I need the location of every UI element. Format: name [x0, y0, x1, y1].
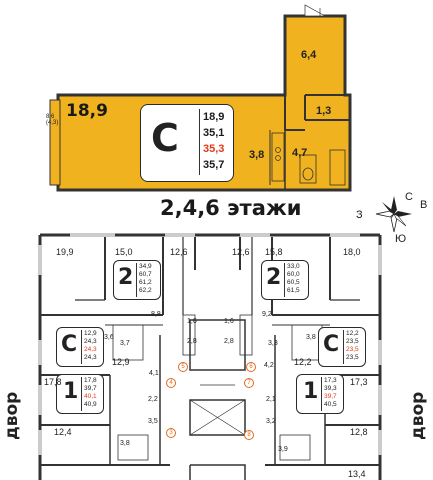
- area-living: 18,9: [203, 111, 225, 123]
- unit-letter: С: [61, 332, 78, 357]
- unit-type-letter: С: [151, 116, 179, 160]
- unit-marker: 6: [246, 362, 256, 372]
- unit-areas: 18,9 35,1 35,3 35,7: [203, 109, 224, 173]
- unit-marker: 7: [244, 378, 254, 388]
- side-area: 6,4: [301, 49, 317, 61]
- room-label: 8,8: [151, 311, 161, 318]
- compass-west: З: [356, 209, 363, 221]
- unit-marker: 8: [244, 430, 254, 440]
- room-label: 3,6: [104, 334, 114, 341]
- area-total: 35,1: [203, 127, 225, 139]
- toilet-icon: [302, 167, 314, 181]
- room-label: 3,7: [120, 340, 130, 347]
- kitchen-counter: [271, 132, 285, 182]
- unit-marker: 4: [166, 378, 176, 388]
- room-label: 17,3: [350, 377, 368, 387]
- area-with-balcony: 35,3: [203, 143, 225, 155]
- room-label: 17,8: [44, 377, 62, 387]
- unit-letter: 1: [303, 379, 319, 404]
- compass-south: Ю: [395, 233, 407, 245]
- room-label: 12,2: [294, 357, 312, 367]
- room-label: 12,6: [170, 247, 188, 257]
- room-label: 3,9: [278, 446, 288, 453]
- room-label: 12,4: [54, 427, 72, 437]
- room-label: 4,2: [264, 362, 274, 369]
- room-label: 9,2: [262, 311, 272, 318]
- balcony: [49, 99, 61, 186]
- room-label: 18,0: [343, 247, 361, 257]
- unit-letter: 1: [63, 379, 79, 404]
- room-label: 1,6: [187, 318, 197, 325]
- room-label: 13,4: [348, 469, 366, 479]
- room-label: 3,3: [268, 340, 278, 347]
- room-label: 2,8: [187, 338, 197, 345]
- room-label: 15,0: [115, 247, 133, 257]
- balcony-area: 8,6 (4,3): [46, 114, 59, 126]
- room-label: 3,5: [148, 418, 158, 425]
- room-label: 4,1: [149, 370, 159, 377]
- bath-area: 1,3: [316, 105, 332, 117]
- compass-north: С: [405, 191, 413, 203]
- compass-east: В: [420, 199, 428, 211]
- room-label: 12,9: [112, 357, 130, 367]
- main-room-area: 18,9: [66, 101, 108, 121]
- unit-letter: 2: [266, 265, 282, 290]
- unit-letter: 2: [118, 265, 134, 290]
- kitchen-area: 4,7: [292, 147, 308, 159]
- bathtub-icon: [329, 149, 346, 186]
- room-label: 3,2: [266, 418, 276, 425]
- closet-area: 3,8: [249, 149, 265, 161]
- room-label: 3,8: [120, 440, 130, 447]
- room-label: 2,8: [224, 338, 234, 345]
- courtyard-label-left: двор: [2, 391, 22, 440]
- compass-icon: [375, 196, 412, 233]
- unit-marker: 3: [166, 428, 176, 438]
- area-full: 35,7: [203, 159, 225, 171]
- room-label: 2,2: [148, 396, 158, 403]
- floors-title: 2,4,6 этажи: [160, 196, 302, 220]
- unit-marker: 5: [178, 362, 188, 372]
- room-label: 3,8: [306, 334, 316, 341]
- divider: [199, 109, 200, 175]
- room-label: 15,8: [265, 247, 283, 257]
- room-label: 2,1: [266, 396, 276, 403]
- floor-plan: [38, 233, 382, 480]
- unit-fill: [58, 16, 350, 190]
- room-label: 12,8: [350, 427, 368, 437]
- room-label: 19,9: [56, 247, 74, 257]
- unit-info-box: С 18,9 35,1 35,3 35,7: [140, 104, 234, 182]
- room-label: 12,6: [232, 247, 250, 257]
- room-label: 1,6: [224, 318, 234, 325]
- unit-letter: С: [323, 332, 340, 357]
- courtyard-label-right: двор: [408, 391, 428, 440]
- highlight-unit-plan: [49, 4, 352, 192]
